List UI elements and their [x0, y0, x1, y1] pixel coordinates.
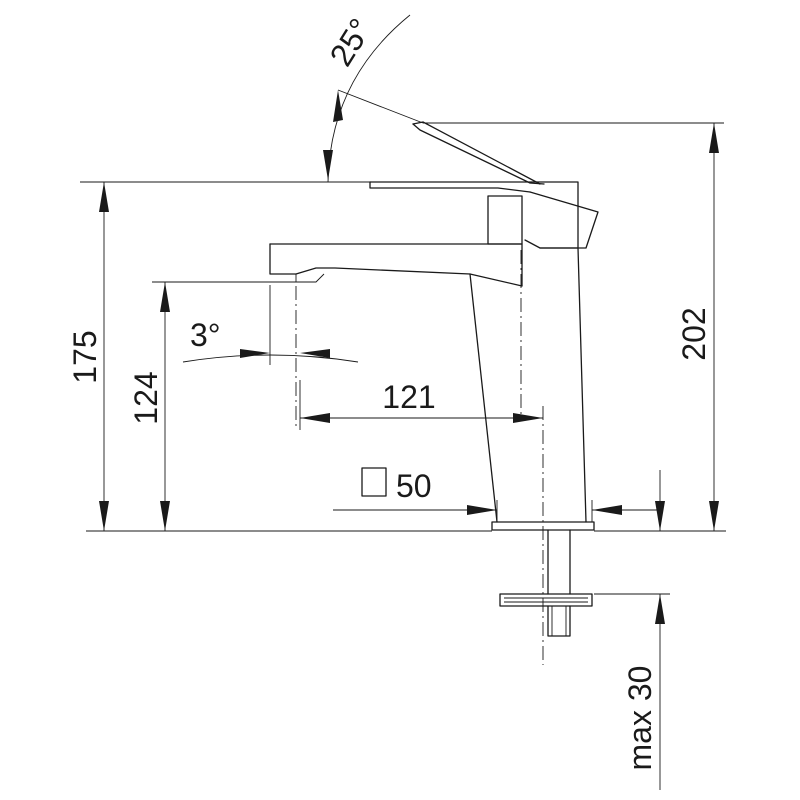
dimension-3deg: 3°	[182, 317, 359, 363]
dimension-25deg: 25°	[323, 12, 424, 183]
dim-202-label: 202	[676, 307, 712, 360]
washer-lines	[504, 597, 588, 603]
dim-50-label: 50	[396, 468, 432, 504]
dim-max30-label: max 30	[622, 666, 658, 771]
dimension-202: 202	[676, 123, 719, 531]
aerator	[295, 273, 325, 283]
cartridge-housing	[487, 195, 523, 245]
dimension-max-30: max 30	[622, 470, 665, 790]
mounting-shank	[547, 529, 571, 595]
lever-raised	[412, 123, 545, 185]
dimension-124: 124	[128, 282, 170, 531]
dimension-175: 175	[67, 182, 109, 531]
dim-175-label: 175	[67, 330, 103, 383]
lever-closed	[369, 181, 531, 193]
lever-raised-top	[412, 121, 541, 185]
dim-3deg-label: 3°	[190, 317, 221, 353]
base-plate	[491, 521, 595, 531]
hose-connector	[547, 605, 571, 637]
center-axis	[520, 250, 544, 665]
extension-lines	[80, 122, 726, 595]
dim-121-label: 121	[382, 379, 435, 415]
top-cap	[369, 181, 579, 249]
connector-lines	[551, 606, 567, 636]
dimension-121: 121	[300, 379, 543, 423]
square-symbol-icon	[361, 467, 387, 497]
spout-underside	[269, 243, 523, 287]
body-back-edge	[577, 247, 587, 523]
dim-124-label: 124	[128, 371, 164, 424]
handle-block	[529, 191, 599, 249]
dimension-50: 50	[333, 467, 660, 515]
spout-top	[269, 243, 523, 287]
faucet-body	[269, 121, 599, 637]
mounting-washer	[499, 593, 593, 607]
dim-25deg-label: 25°	[323, 12, 379, 72]
body-front-edge	[469, 273, 498, 523]
